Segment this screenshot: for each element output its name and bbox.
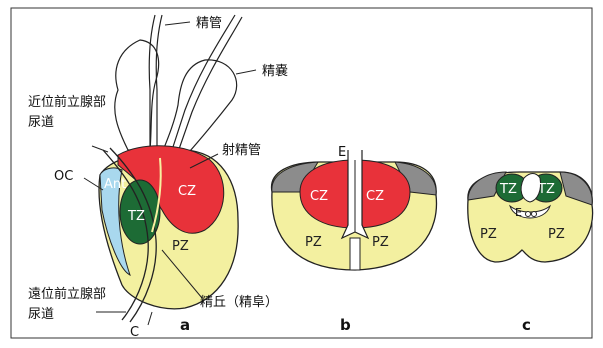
zone-label-cz-b-left: CZ xyxy=(310,189,328,204)
label-verumontanum: 精丘（精阜） xyxy=(200,294,278,310)
panel-label-c: c xyxy=(522,316,531,334)
zone-label-pz-a: PZ xyxy=(172,239,189,254)
label-oc: OC xyxy=(54,169,73,184)
label-distal-urethra-line1: 遠位前立腺部 xyxy=(28,286,106,302)
label-e-b: E xyxy=(338,145,346,160)
zone-label-ant: Ant xyxy=(104,177,126,192)
label-proximal-urethra-line2: 尿道 xyxy=(28,115,54,130)
zone-label-pz-b-right: PZ xyxy=(372,235,389,250)
panel-label-b: b xyxy=(340,316,351,334)
zone-label-tz-c-right: TZ xyxy=(537,182,555,197)
zone-label-pz-b-left: PZ xyxy=(305,235,322,250)
zone-label-cz-a: CZ xyxy=(178,184,196,199)
duct-dot-left-c xyxy=(526,212,531,217)
label-c: C xyxy=(130,325,139,340)
urethra-b xyxy=(350,238,360,270)
zone-label-tz-c-left: TZ xyxy=(499,182,517,197)
duct-dot-right-c xyxy=(532,212,537,217)
label-proximal-urethra-line1: 近位前立腺部 xyxy=(28,94,106,110)
label-vas-deferens: 精管 xyxy=(196,16,222,31)
label-e-c: E xyxy=(515,206,522,219)
zone-label-cz-b-right: CZ xyxy=(366,189,384,204)
label-seminal-vesicle: 精嚢 xyxy=(262,63,288,79)
panel-label-a: a xyxy=(180,316,190,334)
label-distal-urethra-line2: 尿道 xyxy=(28,307,54,322)
zone-label-pz-c-left: PZ xyxy=(480,227,497,242)
label-ejaculatory-duct: 射精管 xyxy=(222,142,261,158)
zone-label-pz-c-right: PZ xyxy=(548,227,565,242)
zone-label-tz-a: TZ xyxy=(127,209,145,224)
